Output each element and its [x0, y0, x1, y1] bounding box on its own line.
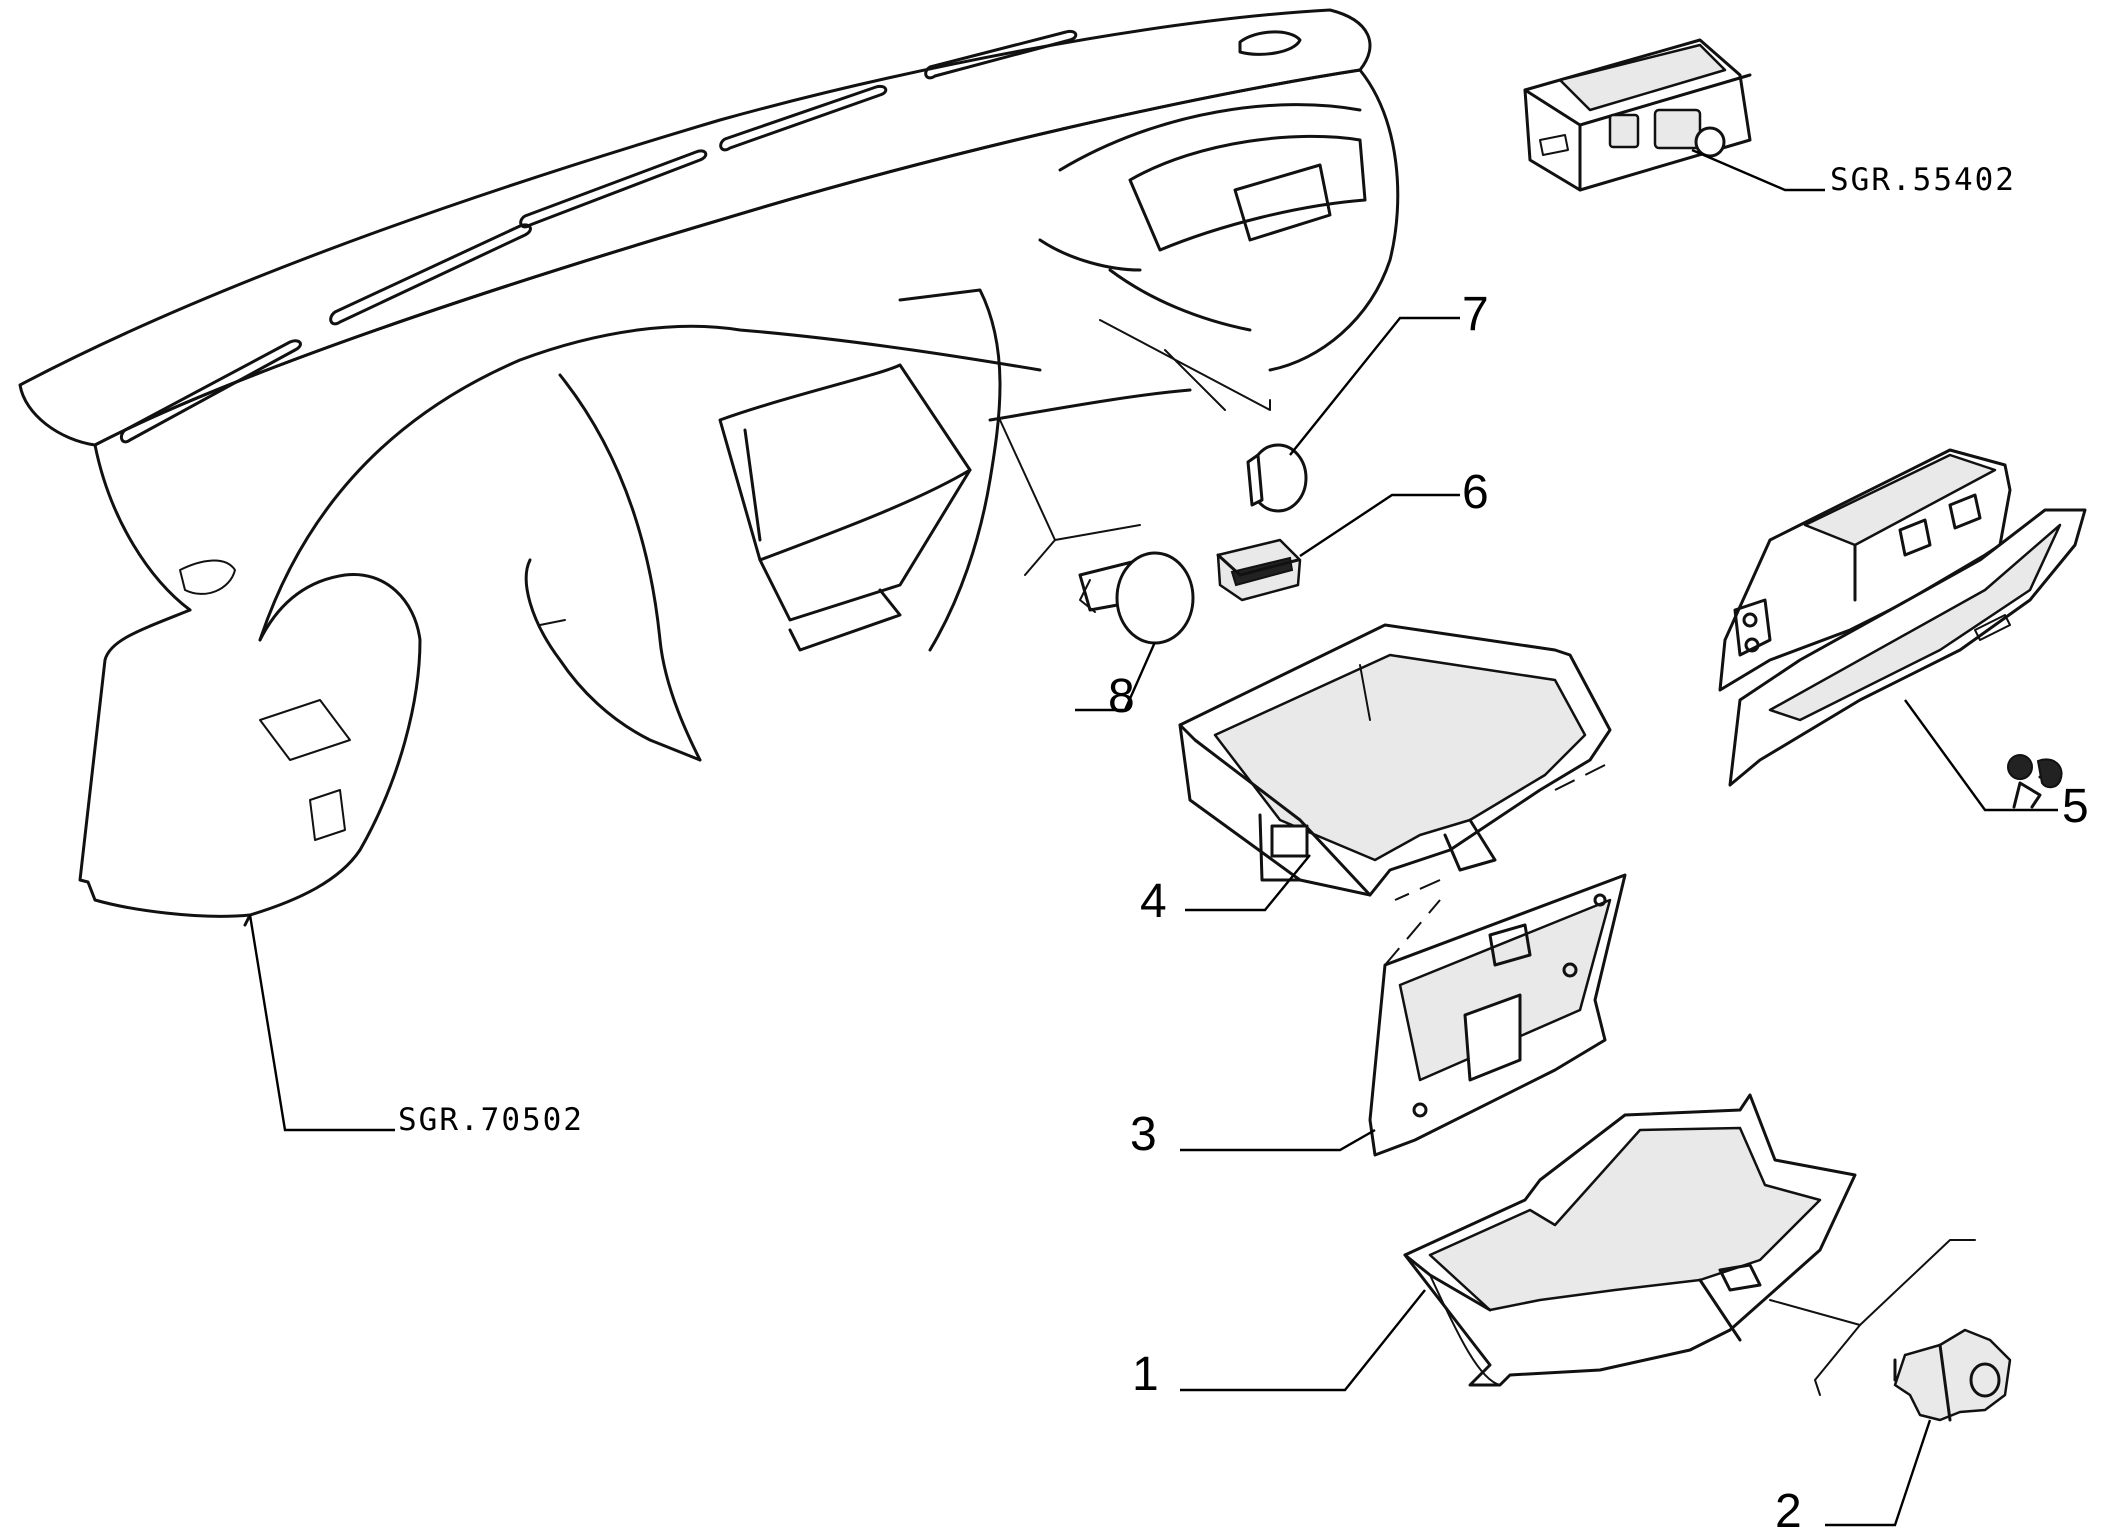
- switch-assembly: [1523, 38, 1825, 192]
- label-7: 7: [1462, 288, 1489, 341]
- airbag-warning-icon: [2007, 754, 2063, 809]
- label-2: 2: [1775, 1485, 1802, 1530]
- label-6: 6: [1462, 466, 1489, 519]
- callout-labels: 8 7 6 5 4 3 2 1 SGR.70502 SGR.55402: [398, 162, 2089, 1530]
- part-3-panel: [1180, 873, 1627, 1157]
- part-4-tray: [1178, 623, 1612, 912]
- part-5-airbag-module: [1718, 448, 2087, 812]
- ref-switch: SGR.55402: [1830, 162, 2016, 198]
- label-4: 4: [1140, 875, 1167, 928]
- part-1-glovebox: [1180, 1093, 1857, 1392]
- part-2-latch: [1769, 1239, 2012, 1527]
- dashboard-assembly: [18, 8, 1400, 1132]
- ref-dashboard: SGR.70502: [398, 1102, 584, 1138]
- part-7-plug: [1099, 316, 1460, 513]
- label-3: 3: [1130, 1108, 1157, 1161]
- part-6-clip: [1216, 493, 1460, 602]
- label-5: 5: [2062, 780, 2089, 833]
- label-8: 8: [1108, 670, 1135, 723]
- label-1: 1: [1132, 1348, 1159, 1401]
- part-8-pushpin: [999, 419, 1195, 712]
